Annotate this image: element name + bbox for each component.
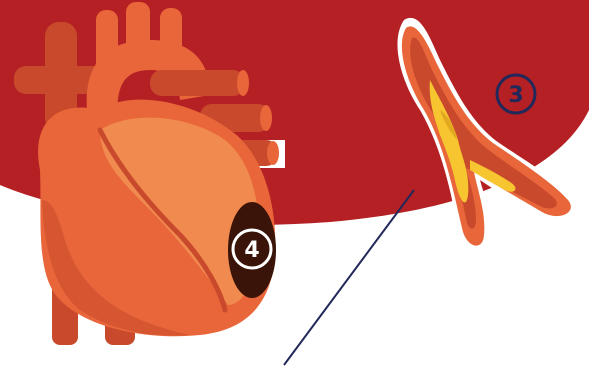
marker-3-label: 3	[508, 83, 523, 108]
marker-4-label: 4	[244, 238, 259, 263]
